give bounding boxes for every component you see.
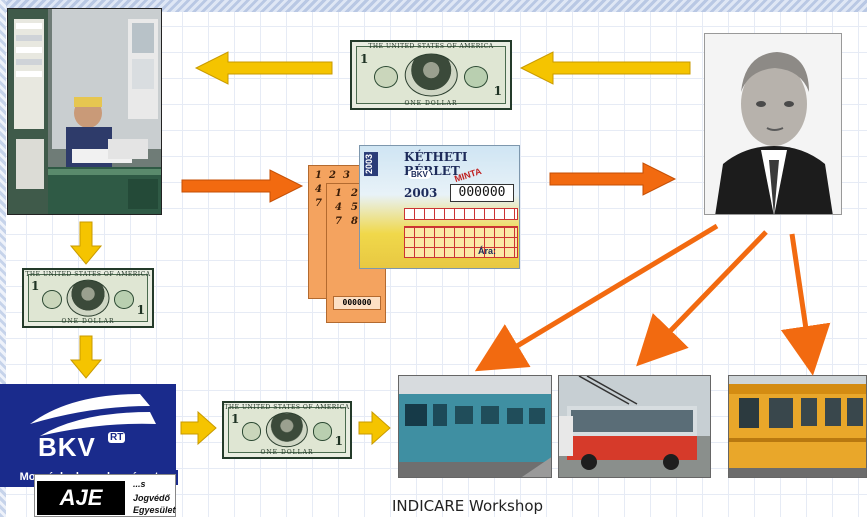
washington-portrait <box>66 279 110 317</box>
bill-bottom-text: ONE DOLLAR <box>61 318 115 325</box>
aje-line-3: Egyesület <box>133 505 176 515</box>
yellow-arrow-right <box>180 410 217 446</box>
orange-arrow-right <box>549 162 677 196</box>
ticket-number: 3 <box>343 170 350 181</box>
orange-arrow-right <box>181 169 304 203</box>
bill-top-text: THE UNITED STATES OF AMERICA <box>368 43 494 50</box>
metro-train-photo <box>398 375 552 478</box>
aje-line-1: ...s <box>133 479 146 489</box>
yellow-arrow-right <box>358 410 391 446</box>
pass-month-grid <box>404 208 518 220</box>
ticket-number: 4 <box>315 184 322 195</box>
aje-logo-mark: AJE <box>37 481 125 515</box>
ticket-serial: 000000 <box>333 296 381 310</box>
aje-line-2: Jogvédő <box>133 493 171 503</box>
bill-denomination: 1 <box>360 52 369 66</box>
orange-arrow-diagonal <box>636 230 768 367</box>
pass-serial: 000000 <box>450 184 514 202</box>
person-portrait <box>704 33 842 215</box>
yellow-arrow-down <box>69 335 103 379</box>
bkv-logo-text: BKV <box>38 432 96 462</box>
ticket-number: 1 <box>335 188 342 199</box>
pass-brand: BKV <box>408 170 431 179</box>
bill-seal <box>312 422 333 441</box>
pass-year: 2003 <box>404 186 438 200</box>
two-week-pass: 2003 KÉTHETI BÉRLET BKV MINTA 2003 00000… <box>359 145 520 269</box>
washington-portrait <box>265 412 309 448</box>
newsstand-seller-photo <box>7 8 162 215</box>
orange-arrow-diagonal <box>780 233 831 376</box>
bill-seal <box>114 290 135 309</box>
bill-seal <box>241 422 262 441</box>
bill-top-text: THE UNITED STATES OF AMERICA <box>25 271 151 278</box>
bill-seal <box>463 65 488 88</box>
left-decorative-band <box>0 0 6 517</box>
footer-title: INDICARE Workshop <box>392 497 544 515</box>
bill-denomination: 1 <box>334 434 343 448</box>
washington-portrait <box>404 53 458 97</box>
bill-denomination: 1 <box>31 279 40 293</box>
ticket-number: 2 <box>351 188 358 199</box>
trolleybus-photo <box>558 375 711 478</box>
bill-top-text: THE UNITED STATES OF AMERICA <box>224 404 350 411</box>
bkv-logo-suffix: RT <box>108 432 126 443</box>
yellow-arrow-left <box>519 51 691 85</box>
ticket-number: 7 <box>315 198 322 209</box>
pass-price-label: Ára: <box>478 246 497 256</box>
bill-bottom-text: ONE DOLLAR <box>404 100 458 107</box>
bill-denomination: 1 <box>493 84 502 98</box>
dollar-bill-left: THE UNITED STATES OF AMERICA 1 1 ONE DOL… <box>22 268 154 328</box>
orange-arrow-diagonal <box>474 223 719 372</box>
bill-denomination: 1 <box>136 303 145 317</box>
bill-bottom-text: ONE DOLLAR <box>260 449 314 456</box>
ticket-number: 8 <box>351 216 358 227</box>
bill-seal <box>374 65 399 88</box>
ticket-number: 1 <box>315 170 322 181</box>
ticket-number: 7 <box>335 216 342 227</box>
tram-photo <box>728 375 867 478</box>
ticket-number: 4 <box>335 202 342 213</box>
bill-denomination: 1 <box>231 412 240 426</box>
ticket-number: 5 <box>351 202 358 213</box>
dollar-bill-top: THE UNITED STATES OF AMERICA 1 1 ONE DOL… <box>350 40 512 110</box>
dollar-bill-bottom: THE UNITED STATES OF AMERICA 1 1 ONE DOL… <box>222 401 352 459</box>
yellow-arrow-down <box>69 221 103 265</box>
pass-day-grid <box>404 226 518 258</box>
ticket-number: 2 <box>329 170 336 181</box>
bill-seal <box>41 290 62 309</box>
aje-logo: AJE ...s Jogvédő Egyesület <box>34 474 176 517</box>
top-decorative-band <box>0 0 867 12</box>
yellow-arrow-left <box>194 51 333 85</box>
